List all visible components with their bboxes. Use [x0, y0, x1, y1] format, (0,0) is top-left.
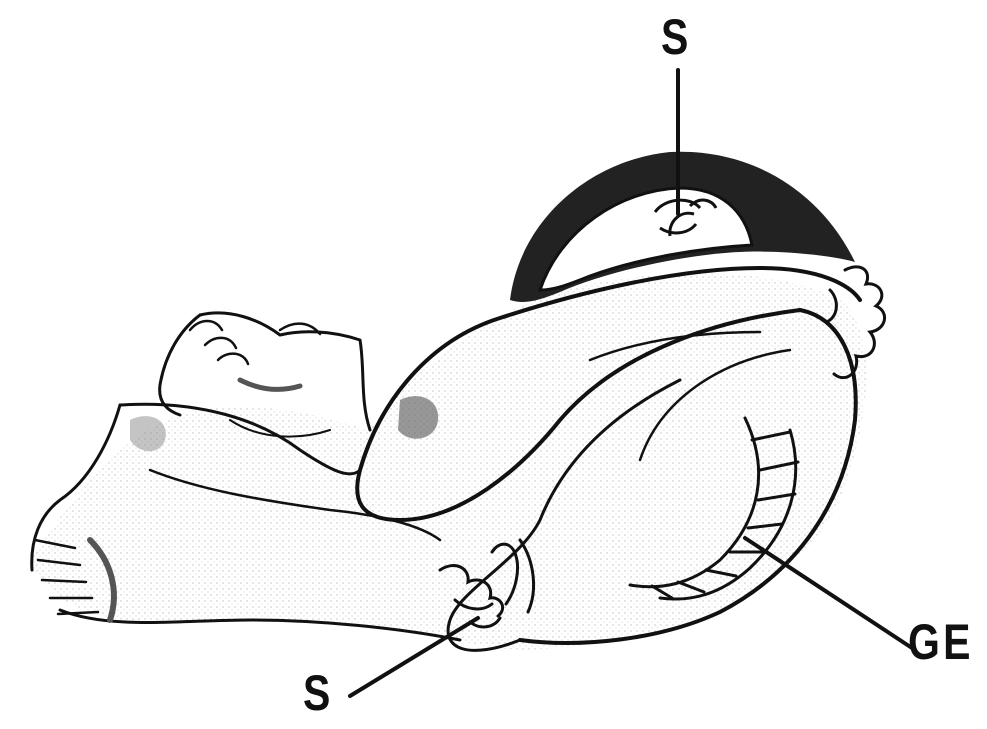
label-top-s: S	[661, 12, 692, 62]
body-fill	[30, 274, 866, 650]
label-ge: GE	[908, 617, 974, 667]
leader-line-ge	[745, 538, 912, 648]
label-bottom-s: S	[303, 668, 334, 718]
